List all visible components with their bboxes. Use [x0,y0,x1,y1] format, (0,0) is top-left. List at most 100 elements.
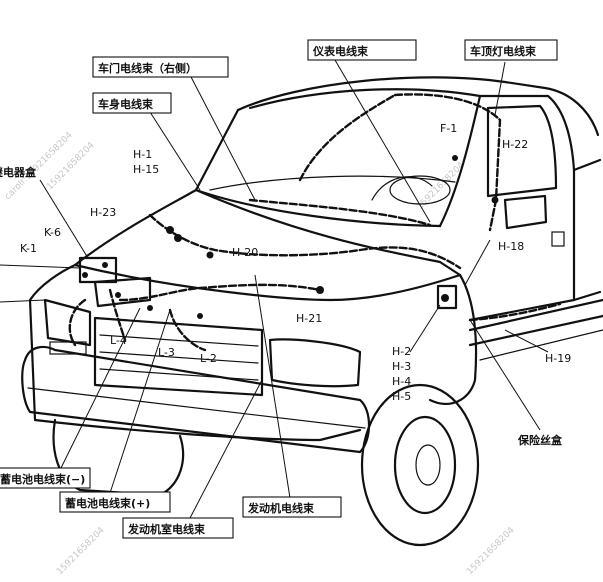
marker-k6 [102,262,108,268]
label-engine-room-harness: 发动机室电线束 [122,517,234,539]
engine-harness-wire [118,283,322,302]
right-rim [393,415,457,515]
leader-h18 [464,239,491,286]
grille [93,316,264,397]
roof-harness-wire [298,93,397,182]
label-door-harness-right: 车门电线束（右侧） [92,56,229,78]
code-l4: L-4 [110,334,127,347]
leader-instrument [334,59,431,223]
code-h2: H-2 [392,345,411,358]
truck-drawing [21,76,603,547]
dashboard [209,175,456,191]
front-face [28,263,362,442]
hood-front [73,263,462,302]
roof-lamp-harness-wire [393,93,502,232]
label-fuse-box-text: 保险丝盒 [517,433,563,447]
watermark-5: 15921658204 [465,525,517,577]
marker-l2 [197,313,203,319]
marker-l3 [147,305,153,311]
code-h19: H-19 [545,352,571,365]
code-h21: H-21 [296,312,322,325]
leader-left-edge [0,264,81,269]
marker-h20 [206,251,214,259]
code-h5: H-5 [392,390,411,403]
instrument-harness-wire [248,198,432,227]
leader-door [189,74,256,201]
left-headlight [43,298,92,347]
a-pillar-right [438,94,482,228]
leader-battery-pos [109,309,171,494]
code-h20: H-20 [232,246,258,259]
connector-codes: F-1 H-1 H-15 H-22 H-23 K-6 K-1 H-20 H-18… [20,122,571,403]
side-wheel-line [479,329,603,361]
label-instrument-harness-text: 仪表电线束 [312,44,369,58]
grille-harness-wire [108,288,127,342]
marker-h15 [174,234,182,242]
side-sill [468,298,603,332]
leader-fuse [469,319,541,431]
door-outline [468,94,576,322]
left-tire [52,418,185,497]
rear-cab [572,158,602,302]
label-instrument-harness: 仪表电线束 [307,39,417,61]
right-hub [415,444,441,486]
right-tire [360,383,480,547]
label-battery-harness-neg: 蓄电池电线束(−) [0,467,91,489]
leader-engine-room [189,379,263,519]
right-headlight [268,338,362,388]
code-l2: L-2 [200,352,217,365]
door-window [486,104,558,198]
code-h1: H-1 [133,148,152,161]
marker-h22 [491,196,499,204]
connector-markers [82,155,499,319]
label-fuse-box: 保险丝盒 [517,433,563,447]
fuse-box [436,284,458,310]
leader-engine [254,274,291,499]
code-l3: L-3 [158,346,175,359]
right-fender [428,273,478,405]
marker-h21 [316,286,324,294]
leader-roof-lamp [494,61,506,116]
code-h4: H-4 [392,375,411,388]
callout-labels: 车门电线束（右侧） 车身电线束 仪表电线束 车顶灯电线束 继电器盒 蓄电池电线束… [0,39,563,539]
front-harness-wire [68,298,207,352]
label-engine-harness-text: 发动机电线束 [247,501,315,515]
a-pillar-left [194,108,240,192]
harnesses [68,93,562,352]
leader-h2 [409,304,441,353]
leader-h19 [504,329,549,353]
roof-outline [236,76,600,137]
marker-h1 [166,226,174,234]
code-k6: K-6 [44,226,61,239]
code-h3: H-3 [392,360,411,373]
code-h18: H-18 [498,240,524,253]
bumper-line [27,387,366,429]
side-sill-lower [468,314,603,347]
windshield-top [248,88,482,110]
door-handle [551,231,565,247]
leader-lines [0,59,549,519]
door-harness-wire [468,302,562,322]
watermark-4: 15921658204 [55,525,107,577]
leader-relay [39,179,89,259]
code-h22: H-22 [502,138,528,151]
label-relay-box-text: 继电器盒 [0,165,37,179]
label-roof-lamp-harness-text: 车顶灯电线束 [470,44,537,58]
front-bumper [21,345,371,454]
windshield-bottom [194,188,442,228]
hood-outline [73,188,462,277]
label-battery-harness-pos: 蓄电池电线束(+) [59,491,171,513]
leader-battery-neg [59,307,141,471]
marker-k1 [82,272,88,278]
label-battery-harness-pos-text: 蓄电池电线束(+) [65,496,150,510]
code-h15: H-15 [133,163,159,176]
label-relay-box: 继电器盒 [0,165,37,179]
side-mirror [503,194,548,230]
label-body-harness: 车身电线束 [92,92,172,114]
battery [93,276,152,308]
label-engine-room-harness-text: 发动机室电线束 [127,522,206,536]
label-engine-harness: 发动机电线束 [242,496,342,518]
label-battery-harness-neg-text: 蓄电池电线束(−) [0,472,85,486]
label-door-harness-right-text: 车门电线束（右侧） [98,61,197,75]
